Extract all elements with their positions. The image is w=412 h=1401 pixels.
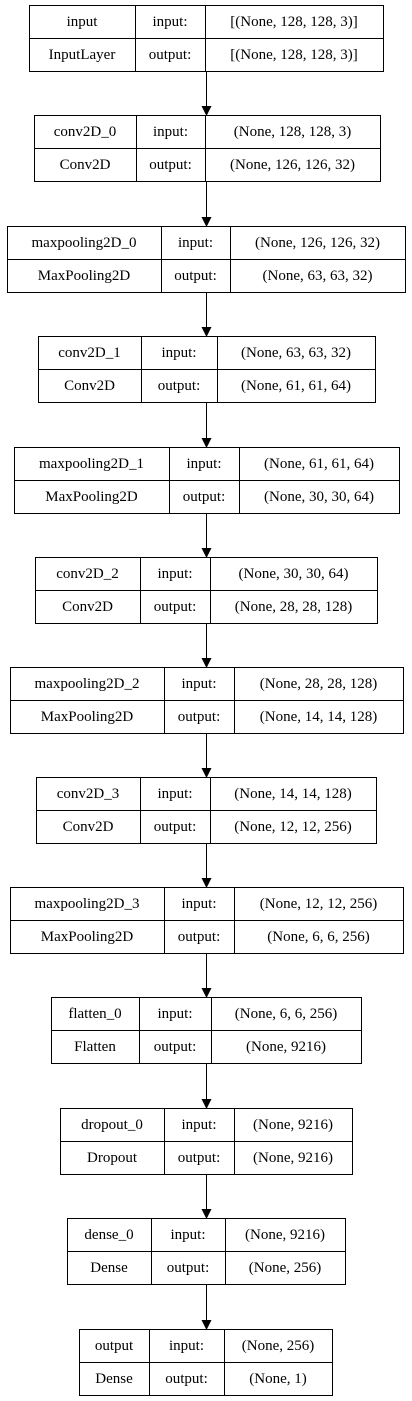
output-shape: (None, 1) xyxy=(249,1371,306,1387)
input-label: input: xyxy=(157,1006,192,1022)
output-shape: (None, 6, 6, 256) xyxy=(267,929,369,945)
output-shape: (None, 12, 12, 256) xyxy=(234,819,351,835)
layer-name: conv2D_2 xyxy=(56,566,119,582)
output-shape: (None, 256) xyxy=(249,1260,321,1276)
output-label: output: xyxy=(183,489,226,505)
layer-type: Dropout xyxy=(87,1150,138,1166)
input-shape: (None, 6, 6, 256) xyxy=(235,1006,337,1022)
output-label: output: xyxy=(149,47,192,63)
input-shape: (None, 256) xyxy=(242,1338,314,1354)
input-label: input: xyxy=(161,345,196,361)
layer-type: MaxPooling2D xyxy=(45,489,138,505)
layer-type: Conv2D xyxy=(64,378,115,394)
layer-type: Dense xyxy=(90,1260,128,1276)
output-label: output: xyxy=(174,268,217,284)
layer-type: Conv2D xyxy=(62,599,113,615)
input-shape: (None, 128, 128, 3) xyxy=(234,124,351,140)
output-shape: (None, 9216) xyxy=(253,1150,333,1166)
output-shape: (None, 126, 126, 32) xyxy=(230,157,355,173)
output-label: output: xyxy=(149,157,192,173)
input-label: input: xyxy=(152,14,187,30)
input-shape: [(None, 128, 128, 3)] xyxy=(230,14,357,30)
output-shape: (None, 14, 14, 128) xyxy=(260,709,377,725)
layer-type: InputLayer xyxy=(49,47,116,63)
layer-name: input xyxy=(67,14,99,30)
input-label: input: xyxy=(178,235,213,251)
input-label: input: xyxy=(186,456,221,472)
output-label: output: xyxy=(167,1260,210,1276)
output-label: output: xyxy=(178,1150,221,1166)
layer-name: dense_0 xyxy=(84,1227,133,1243)
layer-name: output xyxy=(95,1338,134,1354)
input-shape: (None, 61, 61, 64) xyxy=(264,456,374,472)
input-shape: (None, 28, 28, 128) xyxy=(260,676,377,692)
layer-name: flatten_0 xyxy=(68,1006,121,1022)
input-shape: (None, 126, 126, 32) xyxy=(255,235,380,251)
input-label: input: xyxy=(153,124,188,140)
layer-type: Dense xyxy=(95,1371,133,1387)
output-shape: (None, 61, 61, 64) xyxy=(241,378,351,394)
layer-type: Conv2D xyxy=(60,157,111,173)
layer-name: conv2D_3 xyxy=(57,786,120,802)
output-label: output: xyxy=(154,1039,197,1055)
layer-type: Conv2D xyxy=(63,819,114,835)
input-label: input: xyxy=(169,1338,204,1354)
output-shape: (None, 9216) xyxy=(246,1039,326,1055)
input-label: input: xyxy=(157,566,192,582)
input-shape: (None, 63, 63, 32) xyxy=(241,345,351,361)
input-label: input: xyxy=(181,896,216,912)
input-shape: (None, 30, 30, 64) xyxy=(239,566,349,582)
layer-name: maxpooling2D_1 xyxy=(39,456,144,472)
output-label: output: xyxy=(178,929,221,945)
layer-type: Flatten xyxy=(74,1039,116,1055)
output-shape: (None, 28, 28, 128) xyxy=(235,599,352,615)
layer-type: MaxPooling2D xyxy=(41,709,134,725)
input-label: input: xyxy=(170,1227,205,1243)
layer-name: dropout_0 xyxy=(81,1117,143,1133)
output-shape: (None, 30, 30, 64) xyxy=(264,489,374,505)
input-label: input: xyxy=(181,1117,216,1133)
layer-name: maxpooling2D_2 xyxy=(35,676,140,692)
layer-name: conv2D_1 xyxy=(58,345,121,361)
output-shape: [(None, 128, 128, 3)] xyxy=(230,47,357,63)
output-label: output: xyxy=(154,599,197,615)
output-label: output: xyxy=(158,378,201,394)
output-label: output: xyxy=(178,709,221,725)
input-label: input: xyxy=(157,786,192,802)
output-label: output: xyxy=(165,1371,208,1387)
input-label: input: xyxy=(181,676,216,692)
input-shape: (None, 9216) xyxy=(253,1117,333,1133)
layer-name: maxpooling2D_0 xyxy=(32,235,137,251)
layer-name: maxpooling2D_3 xyxy=(35,896,140,912)
layer-name: conv2D_0 xyxy=(54,124,117,140)
layer-type: MaxPooling2D xyxy=(41,929,134,945)
output-shape: (None, 63, 63, 32) xyxy=(263,268,373,284)
output-label: output: xyxy=(154,819,197,835)
input-shape: (None, 14, 14, 128) xyxy=(234,786,351,802)
layer-type: MaxPooling2D xyxy=(38,268,131,284)
input-shape: (None, 9216) xyxy=(245,1227,325,1243)
input-shape: (None, 12, 12, 256) xyxy=(260,896,377,912)
